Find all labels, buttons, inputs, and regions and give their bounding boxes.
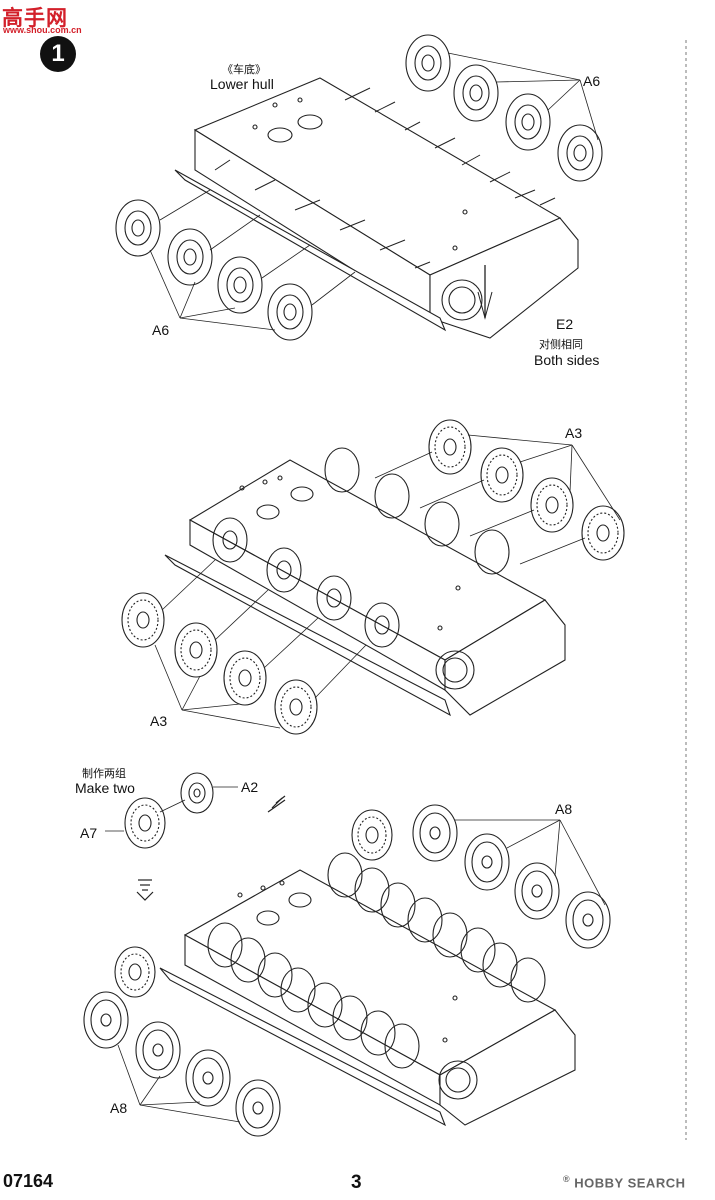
wheels-a8-bottom <box>83 991 281 1137</box>
wheels-a6-bottom <box>115 189 356 341</box>
subassembly-a2-a7 <box>105 772 286 901</box>
both-sides-label-cn: 对侧相同 <box>539 339 583 351</box>
hull-diagram-2 <box>164 447 566 717</box>
part-label-a8-top: A8 <box>555 801 573 817</box>
part-label-a6-top: A6 <box>583 73 601 89</box>
wheels-a6-top <box>405 34 603 182</box>
hull-diagram-1 <box>174 77 579 339</box>
wheels-a3-bottom <box>121 559 367 735</box>
watermark-text: 高手网 <box>2 6 68 30</box>
lower-hull-label: Lower hull <box>210 76 274 92</box>
make-two-label-cn: 制作两组 <box>82 768 126 780</box>
part-label-a8-bottom: A8 <box>110 1100 128 1116</box>
part-label-a7: A7 <box>80 825 98 841</box>
make-two-label: Make two <box>75 780 135 796</box>
part-label-a6-bottom: A6 <box>152 322 170 338</box>
product-code: 07164 <box>3 1171 54 1191</box>
part-label-e2: E2 <box>556 316 574 332</box>
part-label-a2: A2 <box>241 779 259 795</box>
watermark-logo: 高手网 www.shou.com.cn <box>2 2 82 38</box>
brand-watermark: ® HOBBY SEARCH <box>563 1174 685 1190</box>
wheels-a3-top <box>374 419 625 565</box>
brand-mark: ® <box>563 1174 571 1184</box>
page-number: 3 <box>351 1172 362 1193</box>
wheels-a8-top <box>412 804 611 949</box>
part-label-a3-bottom: A3 <box>150 713 168 729</box>
step-number-badge: 1 <box>40 36 76 72</box>
lower-hull-label-cn: 《车底》 <box>222 64 266 76</box>
part-label-a3-top: A3 <box>565 425 583 441</box>
both-sides-label: Both sides <box>534 352 600 368</box>
hull-diagram-3 <box>114 809 576 1127</box>
brand-name: HOBBY SEARCH <box>574 1175 686 1191</box>
watermark-url: www.shou.com.cn <box>3 25 82 35</box>
